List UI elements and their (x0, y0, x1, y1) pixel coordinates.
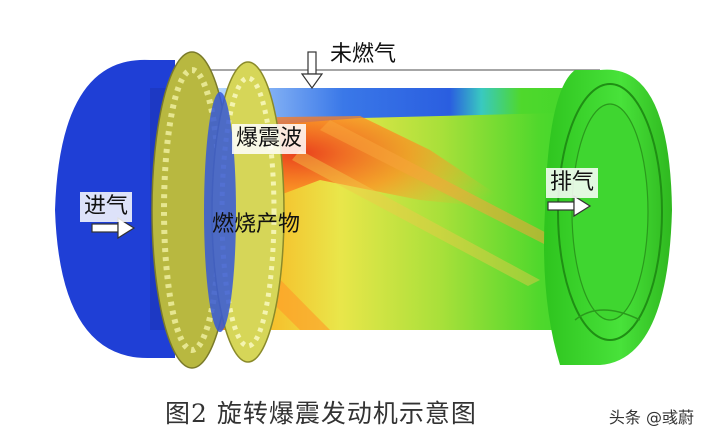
watermark: 头条 @彧蔚 (608, 408, 694, 427)
figure-caption: 图2 旋转爆震发动机示意图 (165, 399, 477, 428)
detonation-wave-label: 爆震波 (232, 124, 307, 154)
intake-arrow (91, 216, 136, 240)
combustion-products-label: 燃烧产物 (212, 212, 301, 237)
exhaust-label: 排气 (546, 168, 599, 198)
exhaust-arrow (547, 194, 592, 218)
unburned-gas-arrow (300, 51, 324, 90)
unburned-gas-label: 未燃气 (330, 42, 397, 67)
outlet-flange (544, 69, 672, 365)
intake-label: 进气 (80, 192, 133, 222)
